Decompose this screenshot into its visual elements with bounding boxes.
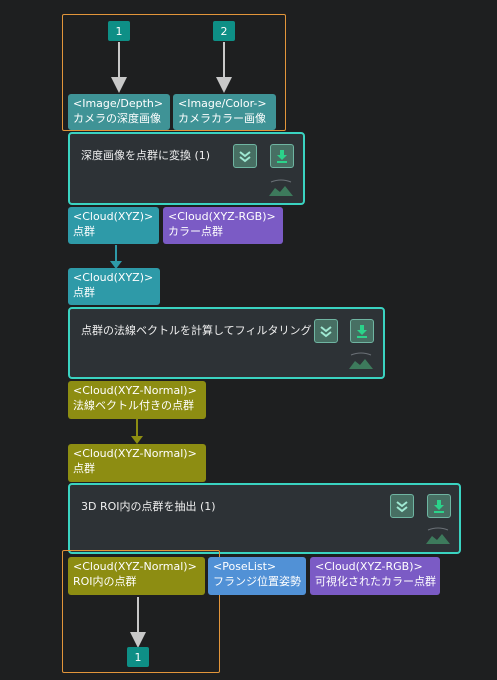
collapse-button[interactable] xyxy=(233,144,257,168)
step-title: 3D ROI内の点群を抽出 (1) xyxy=(81,500,216,513)
wire-step2-step3-arrow xyxy=(131,436,143,444)
step-title: 点群の法線ベクトルを計算してフィルタリング (1) xyxy=(81,324,331,337)
step-extract-3d-roi[interactable]: 3D ROI内の点群を抽出 (1) xyxy=(68,483,461,554)
collapse-button[interactable] xyxy=(314,319,338,343)
pointcloud-preview-icon xyxy=(349,352,373,369)
port-label: 点群 xyxy=(73,462,95,475)
download-button[interactable] xyxy=(427,494,451,518)
download-icon xyxy=(434,500,444,513)
download-icon xyxy=(357,325,367,338)
step1-output-cloud-xyz-rgb[interactable]: <Cloud(XYZ-RGB)> カラー点群 xyxy=(163,207,283,244)
step2-output-cloud-normal[interactable]: <Cloud(XYZ-Normal)> 法線ベクトル付きの点群 xyxy=(68,381,206,419)
double-chevron-down-icon xyxy=(320,326,332,338)
double-chevron-down-icon xyxy=(396,501,408,513)
pointcloud-preview-icon xyxy=(426,527,450,544)
input-port-1[interactable]: 1 xyxy=(108,21,130,41)
step3-input-cloud-normal[interactable]: <Cloud(XYZ-Normal)> 点群 xyxy=(68,444,206,482)
port-type: <Image/Depth> xyxy=(73,97,164,110)
step1-input-color-image[interactable]: <Image/Color-> カメラカラー画像 xyxy=(173,94,276,130)
port-type: <Cloud(XYZ)> xyxy=(73,210,154,223)
step1-input-depth-image[interactable]: <Image/Depth> カメラの深度画像 xyxy=(68,94,170,130)
input-port-2[interactable]: 2 xyxy=(213,21,235,41)
step3-output-roi-cloud[interactable]: <Cloud(XYZ-Normal)> ROI内の点群 xyxy=(68,557,205,595)
download-button[interactable] xyxy=(350,319,374,343)
wire-step1-step2-arrow xyxy=(110,261,122,269)
port-label: 法線ベクトル付きの点群 xyxy=(73,399,194,412)
port-label: ROI内の点群 xyxy=(73,575,137,588)
outputs-frame xyxy=(62,550,220,673)
port-type: <Cloud(XYZ-Normal)> xyxy=(73,384,197,397)
port-type: <Cloud(XYZ-Normal)> xyxy=(73,447,197,460)
step-depth-to-pointcloud[interactable]: 深度画像を点群に変換 (1) xyxy=(68,132,305,205)
output-port-1[interactable]: 1 xyxy=(127,647,149,667)
port-type: <Image/Color-> xyxy=(178,97,267,110)
port-label: カメラの深度画像 xyxy=(73,112,161,125)
step1-output-cloud-xyz[interactable]: <Cloud(XYZ)> 点群 xyxy=(68,207,159,244)
download-icon xyxy=(277,150,287,163)
download-button[interactable] xyxy=(270,144,294,168)
double-chevron-down-icon xyxy=(239,151,251,163)
step-normal-filter[interactable]: 点群の法線ベクトルを計算してフィルタリング (1) xyxy=(68,307,385,379)
port-label: 可視化されたカラー点群 xyxy=(315,575,436,588)
port-type: <Cloud(XYZ-RGB)> xyxy=(315,560,423,573)
port-label: フランジ位置姿勢 xyxy=(213,575,301,588)
port-label: カメラカラー画像 xyxy=(178,112,266,125)
step3-output-pose-list[interactable]: <PoseList> フランジ位置姿勢 xyxy=(208,557,306,595)
step-title: 深度画像を点群に変換 (1) xyxy=(81,149,211,162)
port-label: 点群 xyxy=(73,225,95,238)
pointcloud-preview-icon xyxy=(269,179,293,196)
port-type: <Cloud(XYZ-RGB)> xyxy=(168,210,276,223)
port-type: <PoseList> xyxy=(213,560,277,573)
port-label: 点群 xyxy=(73,286,95,299)
port-type: <Cloud(XYZ)> xyxy=(73,271,154,284)
step3-output-visualized-cloud[interactable]: <Cloud(XYZ-RGB)> 可視化されたカラー点群 xyxy=(310,557,440,595)
collapse-button[interactable] xyxy=(390,494,414,518)
inputs-frame xyxy=(62,14,286,131)
step2-input-cloud-xyz[interactable]: <Cloud(XYZ)> 点群 xyxy=(68,268,160,305)
port-type: <Cloud(XYZ-Normal)> xyxy=(73,560,197,573)
port-label: カラー点群 xyxy=(168,225,223,238)
